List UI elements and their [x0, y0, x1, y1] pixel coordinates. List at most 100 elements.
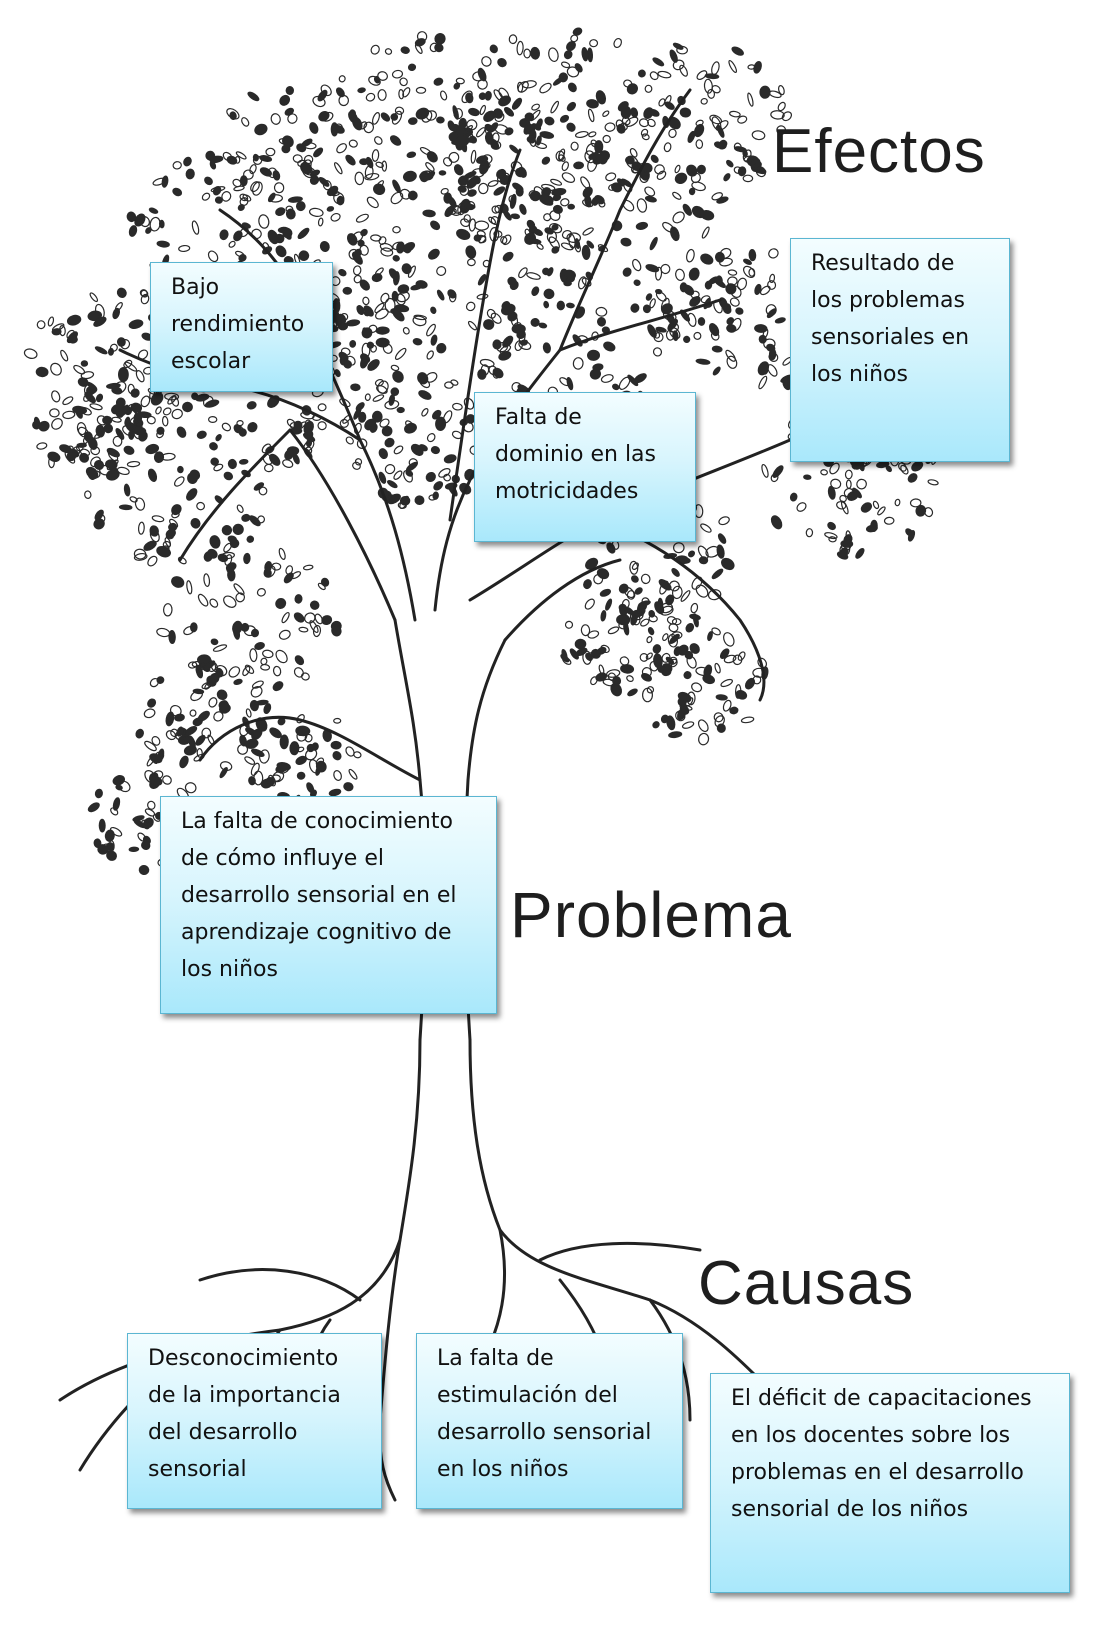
leaf	[632, 258, 642, 272]
leaf	[566, 302, 575, 309]
leaf	[300, 672, 310, 681]
leaf	[304, 733, 313, 743]
leaf	[201, 727, 212, 739]
leaf	[115, 409, 124, 418]
leaf	[112, 797, 121, 811]
leaf	[911, 460, 924, 472]
leaf	[629, 147, 638, 158]
leaf	[711, 345, 723, 353]
leaf	[408, 117, 418, 125]
leaf	[281, 144, 291, 154]
leaf	[371, 410, 383, 423]
leaf	[423, 170, 436, 181]
leaf	[167, 394, 177, 405]
leaf	[658, 98, 666, 107]
leaf	[510, 213, 521, 220]
leaf	[390, 364, 400, 372]
leaf	[617, 101, 629, 112]
leaf	[381, 425, 393, 437]
leaf	[297, 159, 307, 168]
leaf	[330, 212, 341, 222]
leaf	[630, 613, 638, 626]
leaf	[704, 73, 720, 80]
leaf	[443, 473, 451, 482]
effect-box-falta-dominio: Falta de dominio en las motricidades	[474, 392, 696, 542]
leaf	[302, 564, 314, 571]
leaf	[516, 40, 524, 56]
leaf	[570, 141, 579, 151]
leaf	[689, 643, 700, 654]
leaf	[242, 194, 252, 202]
leaf	[489, 44, 498, 54]
leaf	[110, 807, 119, 816]
leaf	[265, 147, 276, 157]
cause-box-falta-estimulacion: La falta de estimulación del desarrollo …	[416, 1333, 683, 1509]
leaf	[503, 210, 512, 221]
leaf	[270, 113, 281, 125]
leaf	[461, 90, 473, 104]
leaf	[523, 123, 533, 135]
leaf	[333, 770, 342, 781]
leaf	[700, 97, 708, 105]
leaf	[457, 175, 469, 186]
leaf	[317, 403, 327, 412]
leaf	[567, 82, 577, 93]
leaf	[126, 460, 141, 468]
leaf	[161, 415, 169, 427]
leaf	[426, 151, 438, 163]
leaf	[772, 465, 784, 478]
leaf	[718, 516, 730, 526]
leaf	[649, 298, 656, 309]
leaf	[707, 88, 716, 99]
leaf	[378, 448, 388, 460]
leaf	[144, 808, 156, 817]
leaf	[203, 573, 211, 587]
leaf	[561, 172, 576, 183]
leaf	[447, 289, 457, 299]
leaf	[460, 218, 470, 228]
leaf	[645, 293, 653, 301]
leaf	[319, 241, 330, 252]
leaf	[662, 633, 669, 642]
leaf	[384, 437, 395, 448]
leaf	[561, 648, 568, 661]
leaf	[320, 84, 332, 97]
leaf	[477, 78, 488, 90]
leaf	[719, 648, 730, 660]
leaf	[137, 521, 145, 535]
leaf	[672, 542, 685, 554]
leaf	[754, 324, 768, 333]
leaf	[80, 360, 89, 367]
leaf	[363, 308, 372, 317]
leaf	[126, 211, 137, 223]
leaf	[490, 140, 502, 150]
leaf	[599, 588, 612, 597]
leaf	[366, 341, 375, 349]
leaf	[215, 433, 222, 442]
leaf	[426, 433, 436, 443]
leaf	[634, 373, 647, 384]
leaf	[770, 110, 785, 120]
leaf	[394, 347, 407, 360]
leaf	[144, 740, 157, 752]
leaf	[366, 196, 379, 209]
leaf	[743, 258, 752, 266]
leaf	[789, 492, 798, 502]
leaf	[655, 291, 667, 302]
leaf	[668, 128, 677, 138]
leaf	[134, 497, 146, 511]
leaf	[612, 383, 620, 391]
leaf	[262, 649, 274, 659]
leaf	[456, 228, 471, 240]
leaf	[338, 94, 350, 107]
leaf	[183, 156, 192, 167]
leaf	[590, 676, 598, 686]
leaf	[352, 265, 362, 276]
leaf	[304, 748, 318, 761]
leaf	[476, 127, 486, 138]
leaf	[683, 335, 691, 343]
leaf	[530, 317, 540, 327]
leaf	[362, 296, 370, 306]
leaf	[321, 615, 333, 626]
leaf	[474, 220, 490, 231]
